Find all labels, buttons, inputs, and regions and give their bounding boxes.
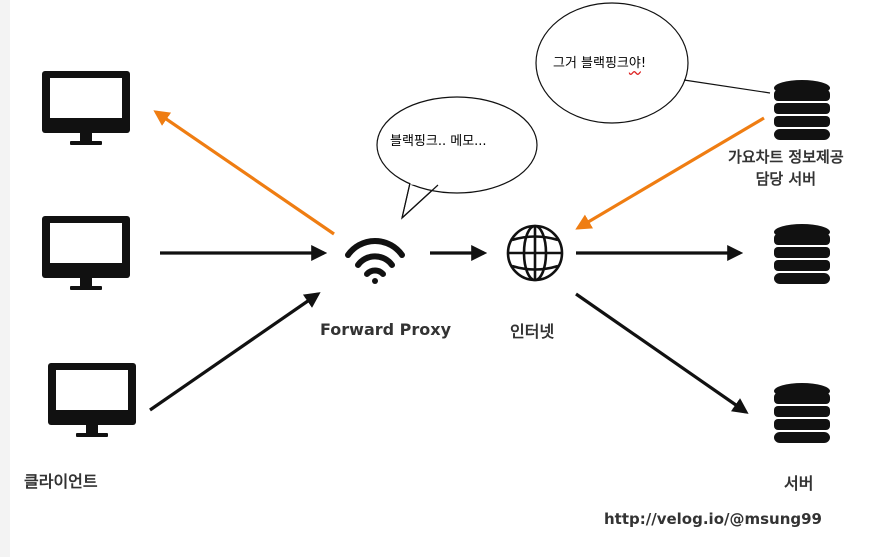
orange-arrow-rating-server-to-internet (575, 116, 765, 230)
internet-label: 인터넷 (510, 322, 555, 341)
client-monitor-icon-bottom (48, 363, 136, 437)
rating-reply-text: 그거 블랙핑크야! (553, 52, 646, 71)
rating-reply-bubble (535, 2, 771, 124)
rating-server-label-line1: 가요차트 정보제공 (728, 148, 844, 166)
proxy-memo-bubble (376, 96, 538, 220)
rating-reply-text-b: 야 (628, 56, 641, 71)
arrow-internet-to-server-lower (575, 292, 749, 414)
wifi-icon (345, 237, 405, 284)
rating-reply-text-a: 그거 블랙핑크 (553, 56, 629, 71)
proxy-memo-text: 블랙핑크.. 메모... (390, 134, 487, 149)
client-monitor-icon-top (42, 71, 130, 145)
client-label: 클라이언트 (24, 472, 98, 491)
rating-server-label-line2: 담당 서버 (755, 170, 817, 188)
rating-server-database-icon (774, 80, 830, 140)
source-url: http://velog.io/@msung99 (604, 510, 822, 528)
arrow-client-bottom-to-proxy (149, 292, 321, 412)
rating-server-label: 가요차트 정보제공 담당 서버 (728, 146, 844, 190)
rating-reply-text-c: ! (640, 56, 647, 71)
server-label: 서버 (784, 474, 814, 493)
client-monitor-icon-middle (42, 216, 130, 290)
server-database-icon-upper (774, 224, 830, 284)
server-database-icon-lower (774, 383, 830, 443)
globe-icon (506, 224, 564, 282)
left-edge-strip (0, 0, 10, 557)
forward-proxy-label: Forward Proxy (320, 320, 452, 339)
orange-arrow-proxy-to-client (153, 110, 335, 236)
